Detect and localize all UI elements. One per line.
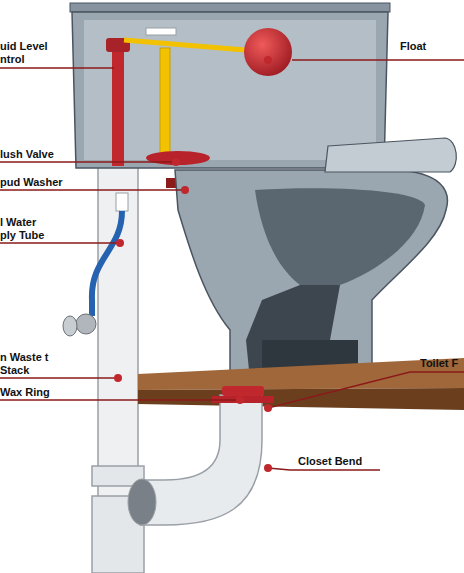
leader-dot xyxy=(114,374,122,382)
leader-dot xyxy=(172,158,180,166)
part-label: lush Valve xyxy=(0,148,100,161)
part-label: Float xyxy=(400,40,460,53)
tank-lid xyxy=(70,3,390,12)
leader-dot xyxy=(264,404,272,412)
supply-tube xyxy=(92,211,122,316)
flush-valve xyxy=(146,151,210,165)
leader-line xyxy=(0,399,240,401)
leader-lines xyxy=(0,60,464,470)
part-label: uid Level ntrol xyxy=(0,40,58,66)
leader-line xyxy=(268,372,464,408)
leader-dot xyxy=(116,239,124,247)
leader-line xyxy=(0,242,120,244)
leader-line xyxy=(292,59,464,61)
leader-dot xyxy=(236,396,244,404)
float-rod xyxy=(124,40,245,50)
shutoff-valve xyxy=(76,314,96,334)
leader-dot xyxy=(264,56,272,64)
toilet-bowl xyxy=(175,170,447,382)
leader-line xyxy=(0,377,118,379)
fill-valve xyxy=(112,44,124,166)
floor-top xyxy=(138,358,464,390)
valve-handle xyxy=(63,316,77,336)
leader-dot xyxy=(264,464,272,472)
leader-line xyxy=(0,189,185,191)
supply-nut xyxy=(116,193,128,211)
leader-line xyxy=(268,468,380,470)
float-ball xyxy=(244,28,292,76)
toilet-seat xyxy=(325,138,456,172)
tank-interior xyxy=(84,20,376,160)
part-label: pud Washer xyxy=(0,176,100,189)
part-label: Wax Ring xyxy=(0,386,80,399)
bowl-interior xyxy=(255,188,425,285)
bend-opening xyxy=(128,479,156,525)
overflow-tube xyxy=(160,48,170,158)
part-label: n Waste t Stack xyxy=(0,351,54,377)
refill-tube xyxy=(146,28,176,35)
part-label: Toilet F xyxy=(420,357,464,370)
leader-dots xyxy=(114,56,272,472)
leader-dot xyxy=(181,186,189,194)
leader-dot xyxy=(114,64,122,72)
wax-ring xyxy=(222,386,264,396)
part-label: Closet Bend xyxy=(298,455,388,468)
leader-line xyxy=(0,161,176,163)
leader-line xyxy=(0,67,118,69)
closet-bend xyxy=(140,395,262,525)
part-label: l Water ply Tube xyxy=(0,216,52,242)
